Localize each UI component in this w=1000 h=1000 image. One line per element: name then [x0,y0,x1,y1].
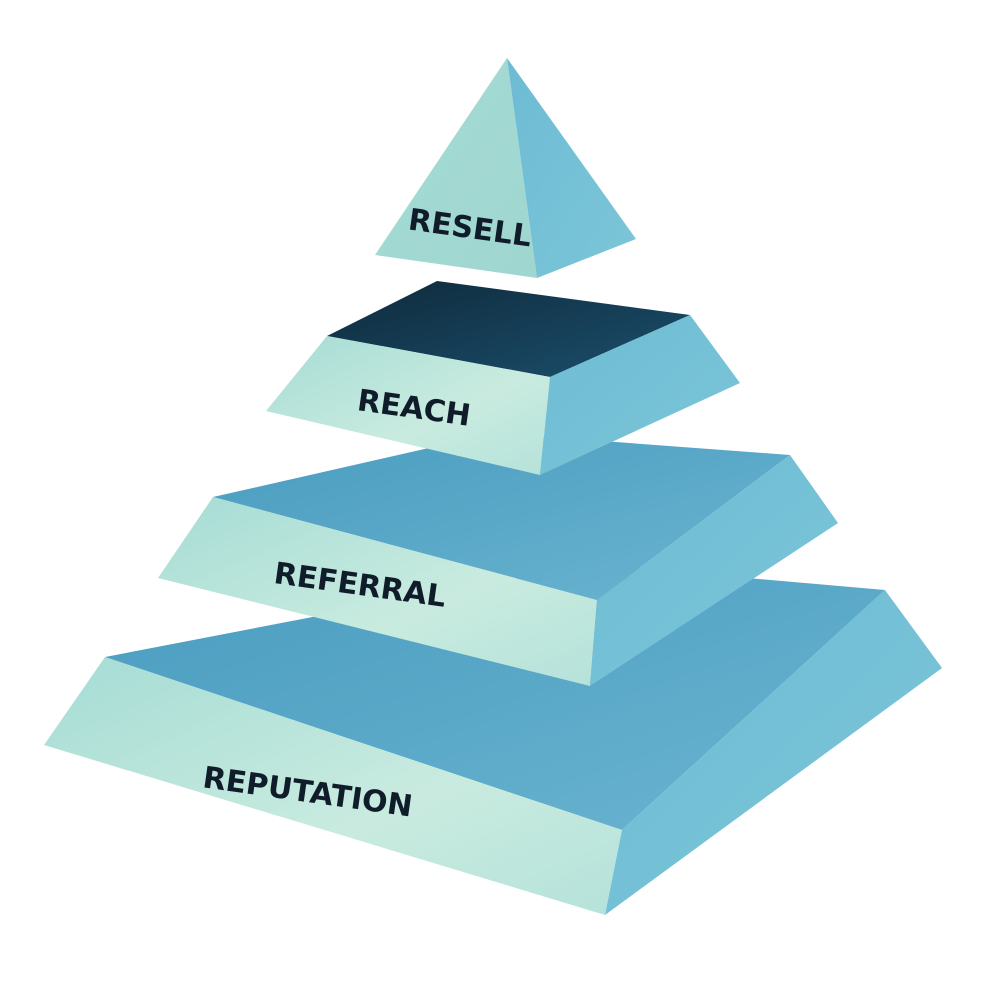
tier-resell-right-face [507,58,636,278]
tier-reputation-right-face [605,590,942,915]
tier-referral-front-face [158,497,597,686]
tier-referral-right-face [590,455,838,686]
tier-resell-front-face [375,58,537,278]
tier-resell: RESELL [375,58,636,278]
tier-reach-right-face [540,315,740,475]
tier-reach: REACH [266,281,740,475]
tier-reach-front-face [266,336,550,475]
tier-reach-top-face [327,281,690,377]
tier-reputation-top-face [105,564,885,830]
tier-referral-top-face [213,433,790,600]
tier-referral: REFERRAL [158,433,838,686]
tier-reputation-front-face [44,657,622,915]
tier-reputation: REPUTATION [44,564,942,915]
